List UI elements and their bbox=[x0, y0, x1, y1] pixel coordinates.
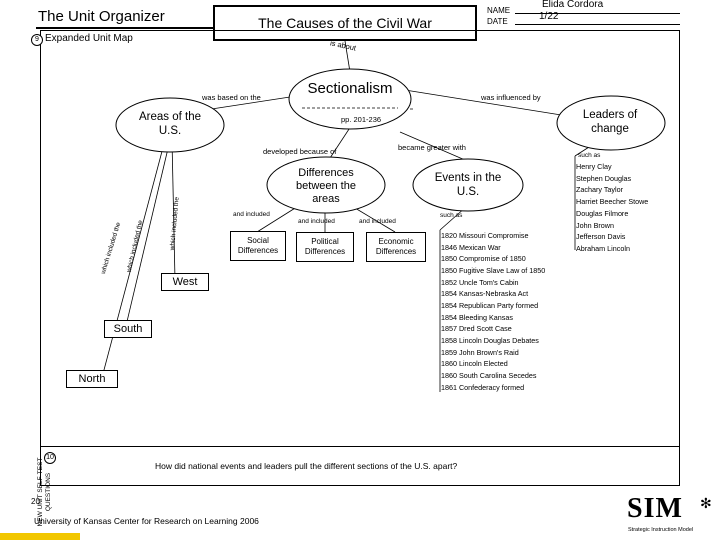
link-events-such-as: such as bbox=[440, 212, 463, 219]
self-test-divider bbox=[40, 446, 680, 447]
sim-logo-tagline: Strategic Instruction Model bbox=[628, 527, 694, 533]
date-field-line bbox=[515, 24, 680, 25]
self-test-number-badge: 10 bbox=[44, 452, 56, 464]
page-title: The Unit Organizer bbox=[38, 8, 165, 25]
main-concept-oval bbox=[288, 68, 412, 130]
name-label: NAME bbox=[487, 6, 511, 15]
link-and-included-economic: and included bbox=[359, 218, 396, 225]
leader-list-item: Zachary Taylor bbox=[576, 185, 624, 195]
differences-node: Differences between the areas bbox=[296, 167, 356, 205]
areas-node: Areas of the U.S. bbox=[138, 111, 201, 137]
event-list-item: 1820 Missouri Compromise bbox=[441, 231, 529, 240]
self-test-question[interactable]: How did national events and leaders pull… bbox=[155, 461, 458, 471]
date-value[interactable]: 1/22 bbox=[539, 11, 559, 22]
economic-differences-box[interactable]: Economic Differences bbox=[366, 232, 426, 262]
event-list-item: 1854 Kansas-Nebraska Act bbox=[441, 289, 529, 299]
leader-list-item: Abraham Lincoln bbox=[576, 243, 630, 253]
event-list-item: 1854 Republican Party formed bbox=[441, 300, 539, 310]
name-field-line bbox=[515, 13, 680, 14]
event-list-item: 1860 South Carolina Secedes bbox=[441, 370, 537, 380]
unit-map-frame bbox=[40, 30, 680, 486]
events-list: 1820 Missouri Compromise 1846 Mexican War… bbox=[441, 230, 545, 393]
title-underline bbox=[36, 27, 216, 29]
leaders-node: Leaders of change bbox=[582, 109, 638, 135]
leader-list-item: Henry Clay bbox=[576, 162, 612, 171]
leader-list-item: Stephen Douglas bbox=[576, 173, 632, 183]
economic-differences-label: Economic Differences bbox=[375, 237, 417, 256]
event-list-item: 1846 Mexican War bbox=[441, 242, 501, 252]
link-developed-because: developed because of bbox=[263, 147, 337, 156]
link-based-on: was based on the bbox=[202, 93, 261, 102]
link-leaders-such-as: such as bbox=[578, 152, 601, 159]
sim-logo-figure-icon: ✻ bbox=[700, 495, 712, 511]
event-list-item: 1859 John Brown's Raid bbox=[441, 347, 519, 357]
page-number: 20 bbox=[31, 497, 40, 506]
main-concept: Sectionalism bbox=[307, 80, 393, 97]
section-label: Expanded Unit Map bbox=[45, 33, 133, 44]
event-list-item: 1854 Bleeding Kansas bbox=[441, 312, 513, 322]
leader-list-item: John Brown bbox=[576, 220, 614, 230]
link-became-greater: became greater with bbox=[398, 143, 466, 152]
event-list-item: 1850 Fugitive Slave Law of 1850 bbox=[441, 265, 546, 275]
region-west-label: West bbox=[172, 276, 198, 288]
event-list-item: 1860 Lincoln Elected bbox=[441, 359, 508, 369]
event-list-item: 1852 Uncle Tom's Cabin bbox=[441, 277, 519, 287]
date-label: DATE bbox=[487, 17, 508, 26]
event-list-item: 1858 Lincoln Douglas Debates bbox=[441, 335, 539, 345]
link-influenced-by: was influenced by bbox=[481, 93, 541, 102]
region-north[interactable]: North bbox=[66, 370, 118, 388]
leaders-oval bbox=[556, 95, 666, 151]
political-differences-box[interactable]: Political Differences bbox=[296, 232, 354, 262]
link-and-included-social: and included bbox=[233, 211, 270, 218]
differences-oval bbox=[266, 156, 386, 214]
event-list-item: 1850 Compromise of 1850 bbox=[441, 254, 526, 264]
region-west[interactable]: West bbox=[161, 273, 209, 291]
leader-list-item: Jefferson Davis bbox=[576, 232, 626, 242]
leader-list-item: Harriet Beecher Stowe bbox=[576, 197, 649, 207]
name-value[interactable]: Elida Cordora bbox=[542, 0, 604, 10]
page-reference: pp. 201-236 bbox=[341, 115, 382, 124]
political-differences-label: Political Differences bbox=[304, 237, 346, 256]
sim-logo: SIM bbox=[627, 493, 683, 524]
unit-topic: The Causes of the Civil War bbox=[258, 15, 432, 31]
event-list-item: 1861 Confederacy formed bbox=[441, 382, 525, 392]
region-south-label: South bbox=[113, 323, 143, 335]
social-differences-label: Social Differences bbox=[237, 236, 279, 255]
leader-list-item: Douglas Filmore bbox=[576, 208, 629, 218]
region-south[interactable]: South bbox=[104, 320, 152, 338]
unit-topic-box[interactable]: The Causes of the Civil War bbox=[213, 5, 477, 41]
footer-credit: University of Kansas Center for Research… bbox=[34, 516, 259, 526]
events-oval bbox=[412, 158, 524, 212]
social-differences-box[interactable]: Social Differences bbox=[230, 231, 286, 261]
events-node: Events in the U.S. bbox=[434, 172, 502, 198]
section-number-badge: 9 bbox=[31, 34, 43, 46]
areas-oval bbox=[115, 97, 225, 153]
region-north-label: North bbox=[78, 373, 106, 385]
link-and-included-political: and included bbox=[298, 218, 335, 225]
footer-accent-bar bbox=[0, 533, 80, 540]
event-list-item: 1857 Dred Scott Case bbox=[441, 324, 512, 334]
